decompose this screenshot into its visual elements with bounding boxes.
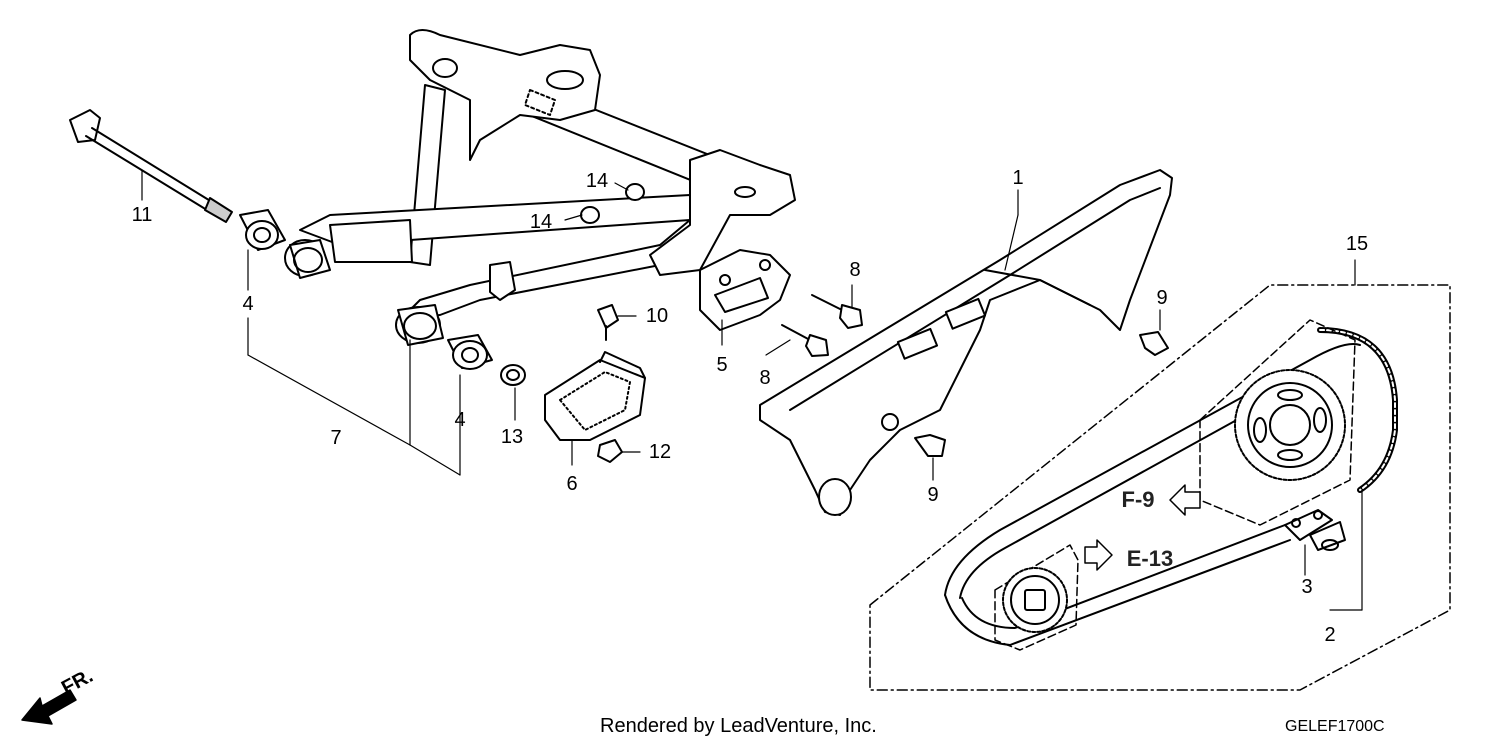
pivot-bolt [69, 109, 233, 223]
callout-2: 2 [1324, 624, 1336, 646]
nuts [580, 183, 645, 224]
chain-slider [544, 304, 646, 463]
callout-14-b: 14 [529, 211, 553, 233]
callout-10: 10 [645, 305, 669, 327]
leader-lines [141, 169, 1363, 611]
chain-guide-plate [699, 249, 791, 331]
callout-8-a: 8 [849, 259, 861, 281]
bolts [781, 294, 1169, 457]
diagram-code: GELEF1700C [1285, 718, 1385, 735]
callout-3: 3 [1301, 576, 1313, 598]
master-link [1284, 509, 1346, 551]
callout-13: 13 [500, 426, 524, 448]
drive-sprocket [994, 544, 1079, 651]
callout-12: 12 [648, 441, 672, 463]
reference-f9: F-9 [1121, 487, 1155, 512]
chain-case [759, 169, 1173, 516]
callout-4-b: 4 [454, 409, 466, 431]
callout-15: 15 [1345, 233, 1369, 255]
callout-7: 7 [330, 427, 342, 449]
reference-arrows [1084, 484, 1201, 571]
bushings [239, 209, 526, 386]
callout-8-b: 8 [759, 367, 771, 389]
callout-9-a: 9 [1156, 287, 1168, 309]
callout-14-a: 14 [585, 170, 609, 192]
callout-6: 6 [566, 473, 578, 495]
callout-4-a: 4 [242, 293, 254, 315]
swingarm [284, 29, 796, 346]
footer-credit: Rendered by LeadVenture, Inc. [600, 715, 877, 737]
callout-5: 5 [716, 354, 728, 376]
callout-1: 1 [1012, 167, 1024, 189]
front-arrow [21, 689, 77, 725]
callout-9-b: 9 [927, 484, 939, 506]
callout-11: 11 [131, 204, 153, 226]
rear-sprocket [1199, 319, 1356, 526]
reference-e13: E-13 [1126, 546, 1174, 571]
